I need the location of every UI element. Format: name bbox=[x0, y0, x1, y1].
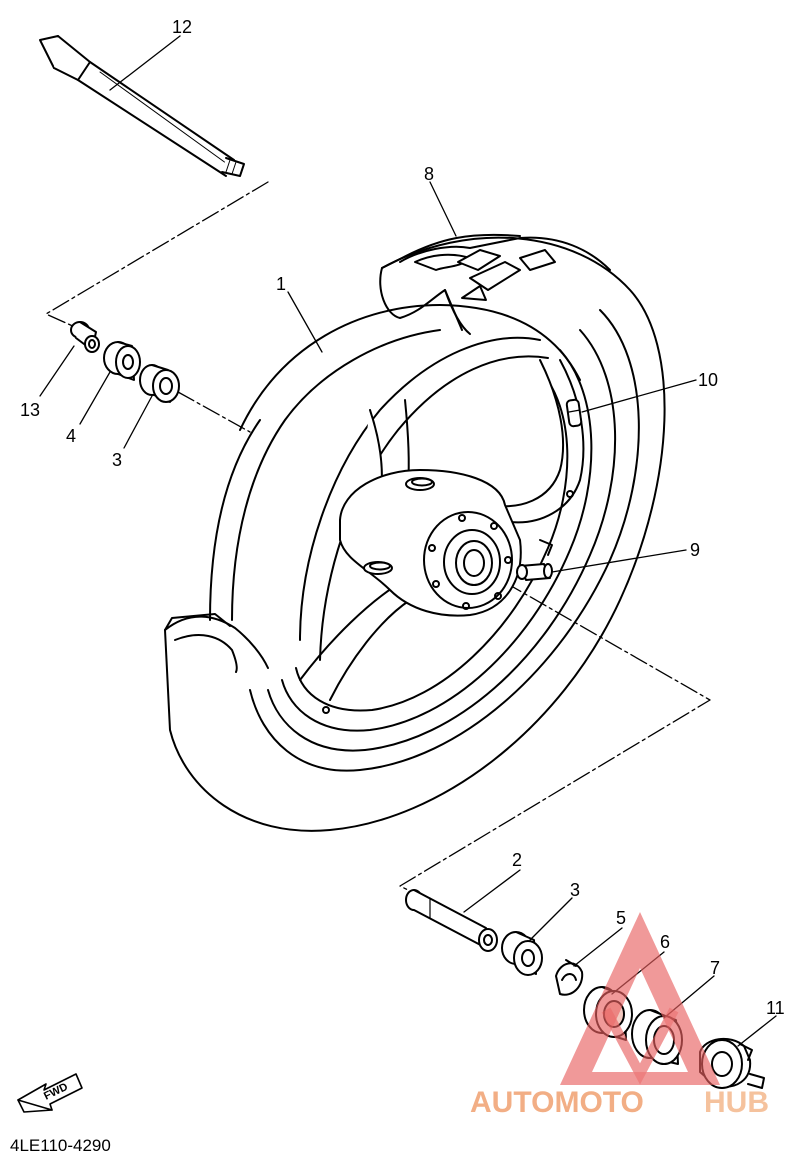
spacer-tube-part-2 bbox=[405, 889, 498, 952]
watermark-text-primary: AUTOMOTO bbox=[470, 1086, 644, 1119]
callout-10: 10 bbox=[698, 370, 718, 390]
callout-1: 1 bbox=[276, 274, 286, 294]
callout-6: 6 bbox=[660, 932, 670, 952]
callout-13: 13 bbox=[20, 400, 40, 420]
callout-3-right: 3 bbox=[570, 880, 580, 900]
callout-2: 2 bbox=[512, 850, 522, 870]
watermark-logo: AUTOMOTO HUB bbox=[470, 912, 769, 1119]
callout-11: 11 bbox=[766, 998, 785, 1018]
callout-4: 4 bbox=[66, 426, 76, 446]
watermark-triangle-icon bbox=[560, 912, 720, 1085]
balance-weight-part-10 bbox=[565, 398, 583, 428]
callout-5: 5 bbox=[616, 908, 626, 928]
callout-9: 9 bbox=[690, 540, 700, 560]
callout-labels: 12 8 1 10 9 13 4 3 2 3 5 6 7 11 bbox=[20, 17, 785, 1018]
watermark-text-secondary: HUB bbox=[704, 1086, 769, 1119]
fwd-arrow-icon bbox=[17, 1073, 83, 1113]
valve-part-9 bbox=[516, 563, 553, 581]
leader-lines bbox=[39, 35, 777, 1047]
collar-part-13 bbox=[70, 321, 100, 353]
bearing-part-3-left bbox=[139, 364, 180, 403]
spacer-part-4 bbox=[103, 341, 141, 381]
bearing-part-3-right bbox=[501, 931, 543, 976]
callout-7: 7 bbox=[710, 958, 720, 978]
callout-8: 8 bbox=[424, 164, 434, 184]
callout-3-left: 3 bbox=[112, 450, 122, 470]
clip-part-5 bbox=[555, 959, 584, 996]
axle-part-12 bbox=[39, 35, 245, 177]
wheel-part-1 bbox=[164, 233, 666, 832]
part-diagram-code: 4LE110-4290 bbox=[10, 1136, 111, 1155]
callout-12: 12 bbox=[172, 17, 192, 37]
